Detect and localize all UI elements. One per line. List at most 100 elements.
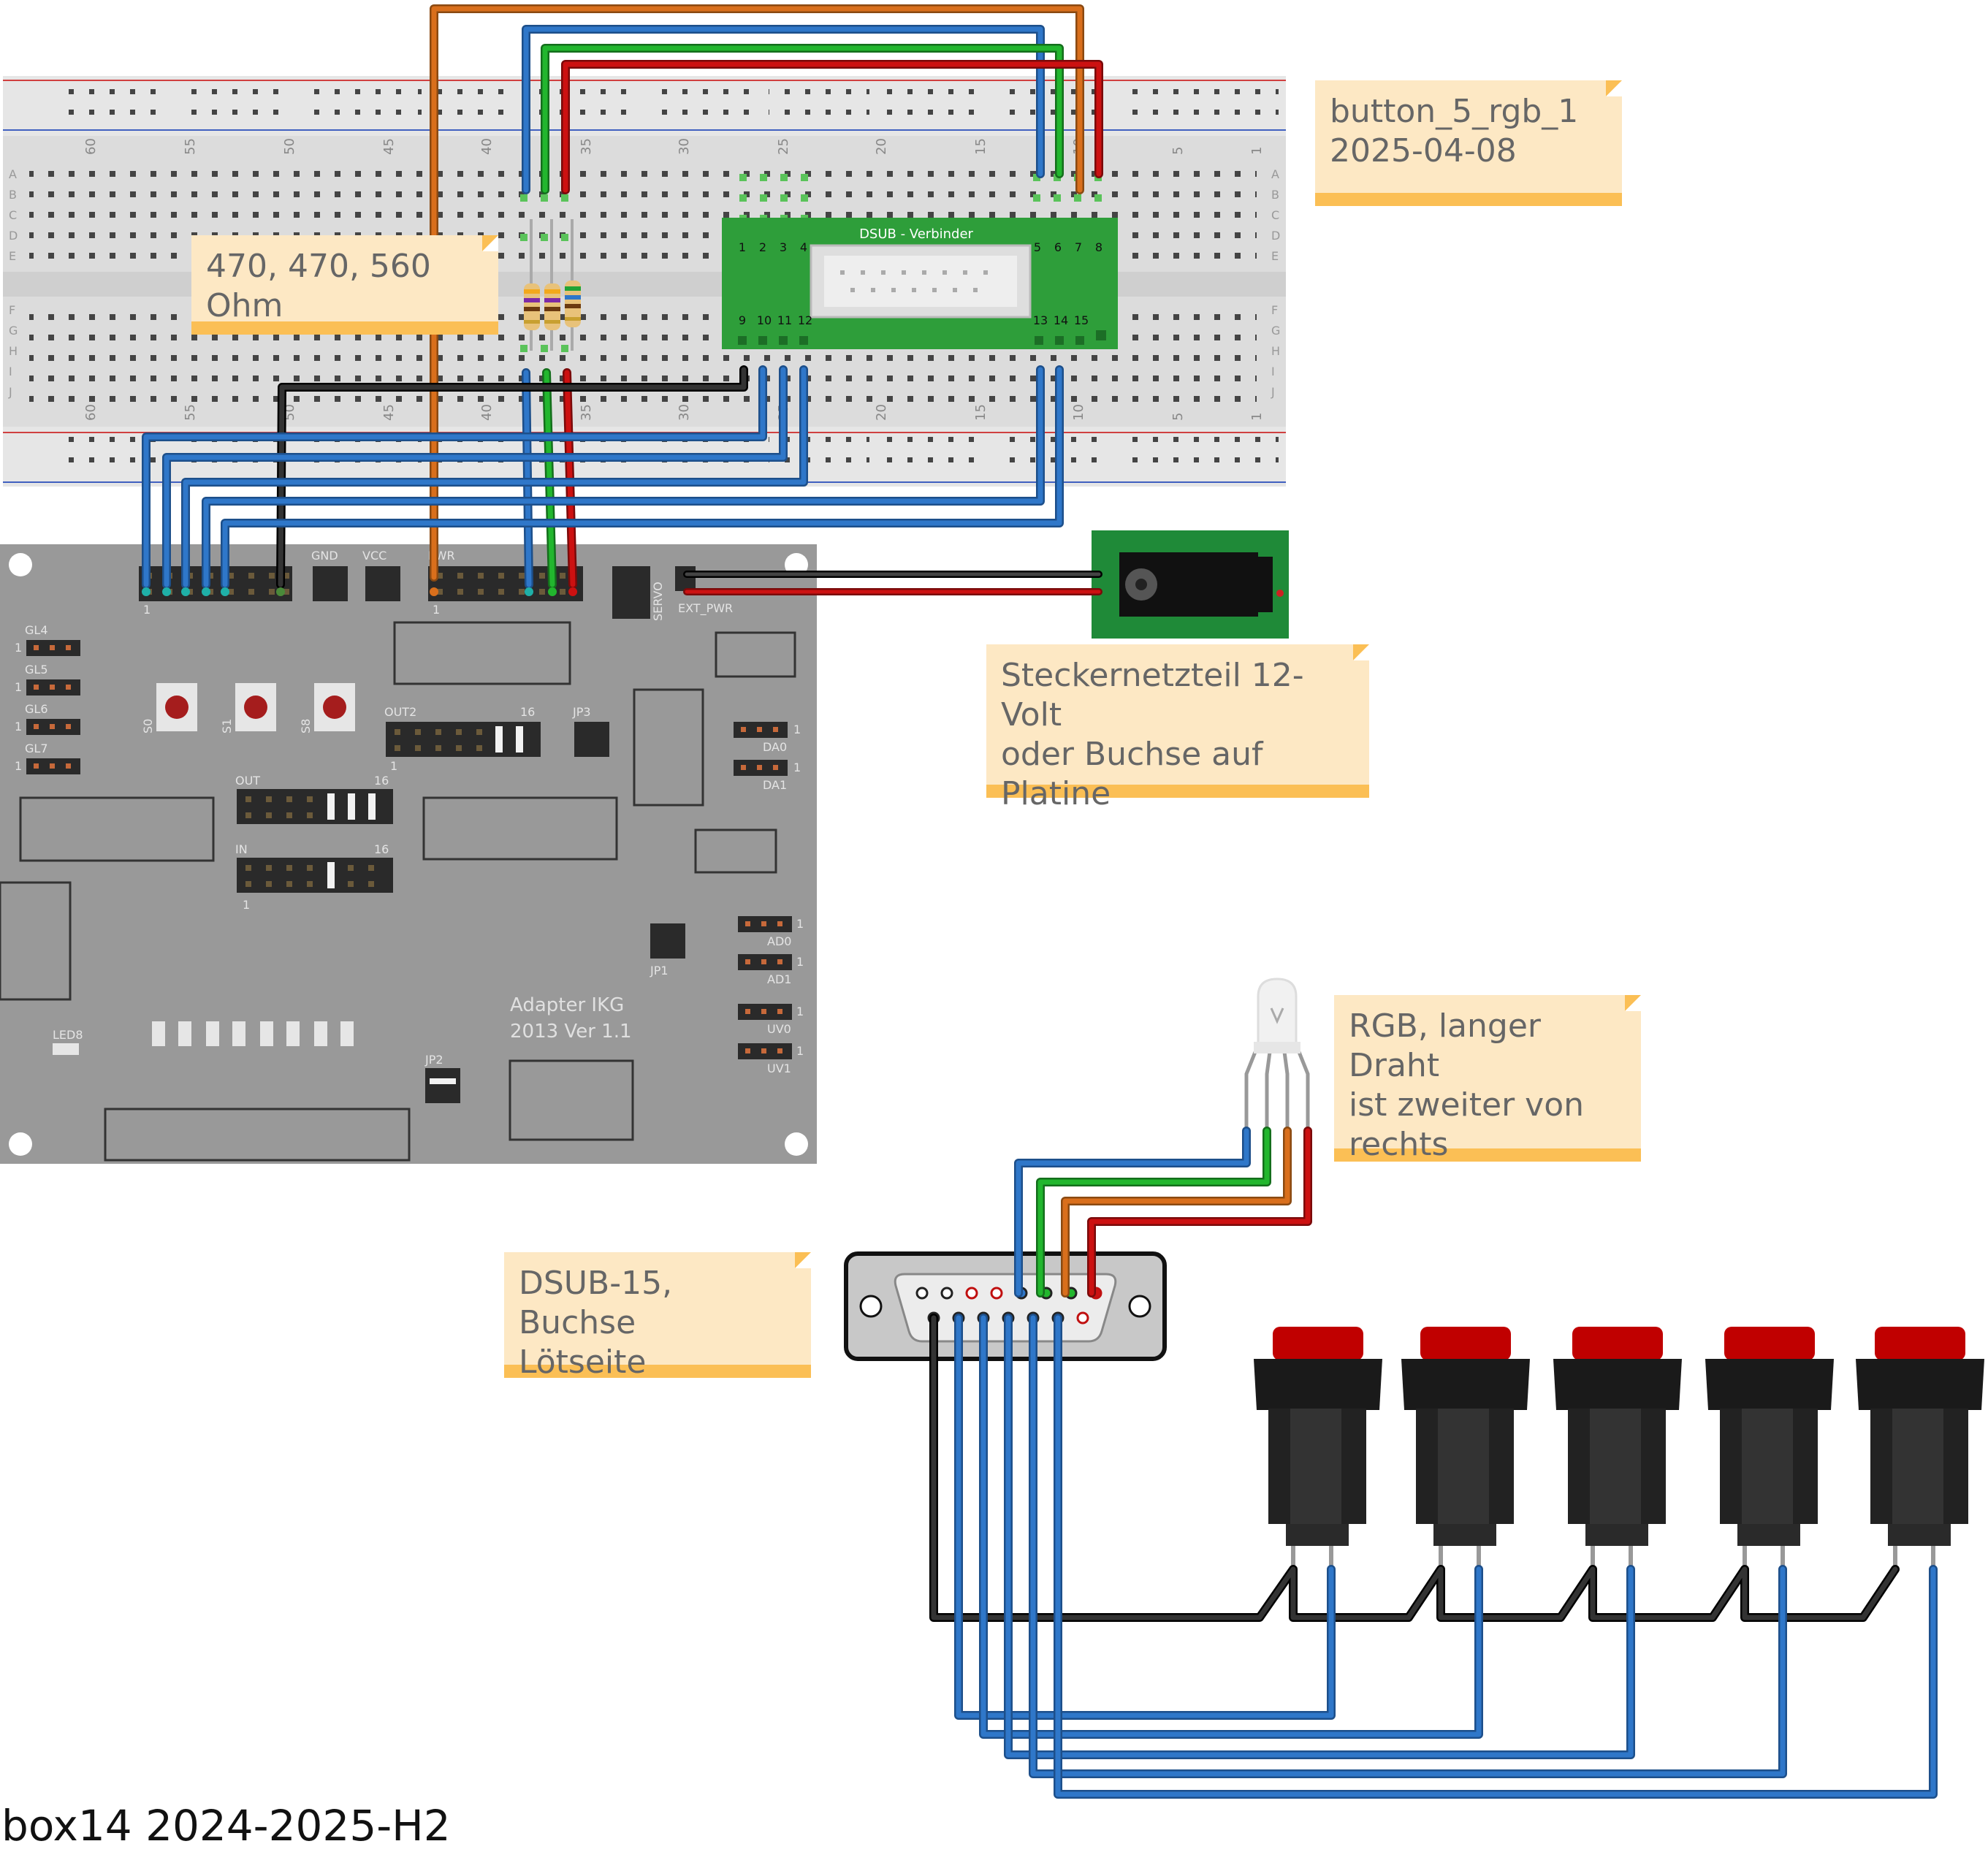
row-letter-c-left: C [9, 208, 17, 222]
resistor-3 [565, 219, 581, 351]
label-in-1: 1 [243, 898, 250, 912]
row-letter-i-right: I [1271, 365, 1275, 378]
label-pwr-1: 1 [433, 603, 440, 617]
push-button-s0 [156, 683, 197, 731]
label-servo: SERVO [651, 582, 665, 621]
title-note-text: button_5_rgb_1 2025-04-08 [1330, 93, 1579, 169]
col-num-45-top: 45 [381, 138, 397, 155]
module-pin-6: 6 [1054, 240, 1062, 254]
label-ext-pwr: EXT_PWR [678, 601, 733, 616]
label-gl4-1: 1 [15, 641, 22, 655]
row-letter-j-right: J [1271, 385, 1275, 399]
label-uv0-1: 1 [796, 1005, 804, 1018]
col-num-35-top: 35 [579, 138, 594, 155]
wire-red-top [561, 60, 1103, 194]
arcade-button-1 [1254, 1327, 1382, 1571]
label-out2-16: 16 [520, 705, 535, 719]
label-uv1: UV1 [767, 1062, 791, 1075]
module-pin-8: 8 [1095, 240, 1102, 254]
label-uv1-1: 1 [796, 1044, 804, 1058]
arcade-button-5 [1856, 1327, 1984, 1571]
row-letter-b-left: B [9, 188, 17, 202]
row-letter-g-right: G [1271, 324, 1280, 338]
row-letter-f-left: F [9, 303, 15, 317]
footer-caption: box14 2024-2025-H2 [1, 1801, 451, 1851]
col-num-5-top: 5 [1170, 147, 1186, 155]
row-letter-a-left: A [9, 167, 17, 181]
label-gl5: GL5 [25, 663, 48, 677]
module-pin-12: 12 [798, 313, 812, 327]
label-ad1-1: 1 [796, 955, 804, 969]
row-letter-h-left: H [9, 344, 18, 358]
label-gnd: GND [311, 549, 338, 563]
label-gl7: GL7 [25, 742, 48, 755]
arcade-button-4 [1705, 1327, 1834, 1571]
row-letter-f-right: F [1271, 303, 1278, 317]
arcade-button-3 [1553, 1327, 1682, 1571]
col-num-20-bottom: 20 [874, 404, 889, 421]
row-letter-a-right: A [1271, 167, 1279, 181]
col-num-55-top: 55 [183, 138, 198, 155]
col-num-40-top: 40 [479, 138, 495, 155]
label-gl6: GL6 [25, 702, 48, 716]
col-num-40-bottom: 40 [479, 404, 495, 421]
col-num-5-bottom: 5 [1170, 413, 1186, 421]
dsub-connector-module: DSUB - Verbinder 1 2 3 4 5 6 7 8 9 10 11… [722, 218, 1118, 349]
row-letter-h-right: H [1271, 344, 1280, 358]
label-uv0: UV0 [767, 1022, 791, 1036]
label-ad0: AD0 [767, 934, 791, 948]
push-button-s1 [235, 683, 276, 731]
row-letter-d-left: D [9, 229, 18, 243]
wire-buttons-ground [929, 1314, 1900, 1622]
row-letter-e-right: E [1271, 249, 1279, 263]
rgb-note: RGB, langer Draht ist zweiter von rechts [1334, 995, 1641, 1163]
label-vcc: VCC [362, 549, 386, 563]
rgb-led [1244, 978, 1310, 1131]
board-name-line1: Adapter IKG [510, 994, 624, 1016]
title-note: button_5_rgb_1 2025-04-08 [1315, 80, 1622, 206]
push-buttons [1254, 1327, 1984, 1571]
label-da1-1: 1 [793, 761, 801, 774]
row-letter-c-right: C [1271, 208, 1279, 222]
label-jp3: JP3 [572, 705, 591, 719]
module-pin-5: 5 [1034, 240, 1041, 254]
row-letter-j-left: J [8, 385, 12, 399]
row-letter-i-left: I [9, 365, 12, 378]
module-pin-15: 15 [1074, 313, 1089, 327]
push-button-s8 [314, 683, 355, 731]
col-num-1-bottom: 1 [1249, 413, 1265, 421]
module-pin-1: 1 [739, 240, 746, 254]
label-out2-1: 1 [390, 759, 397, 773]
module-pin-14: 14 [1054, 313, 1068, 327]
module-pin-3: 3 [780, 240, 787, 254]
module-pin-9: 9 [739, 313, 746, 327]
col-num-50-top: 50 [282, 138, 297, 155]
col-num-60-bottom: 60 [83, 404, 99, 421]
col-num-60-top: 60 [83, 138, 99, 155]
label-out2: OUT2 [384, 705, 416, 719]
col-num-25-top: 25 [776, 138, 791, 155]
board-name-line2: 2013 Ver 1.1 [510, 1021, 632, 1043]
power-note-text: Steckernetzteil 12-Volt oder Buchse auf … [1001, 657, 1304, 812]
col-num-1-top: 1 [1249, 147, 1265, 155]
module-pin-11: 11 [777, 313, 792, 327]
wire-green-top [541, 44, 1064, 194]
module-pin-4: 4 [800, 240, 807, 254]
col-num-30-top: 30 [677, 138, 692, 155]
label-s1: S1 [220, 719, 234, 733]
dsub-note-text: DSUB-15, Buchse Lötseite [519, 1265, 673, 1381]
row-letter-b-right: B [1271, 188, 1279, 202]
label-s0: S0 [141, 719, 155, 733]
col-num-55-bottom: 55 [183, 404, 198, 421]
label-led8: LED8 [53, 1028, 83, 1042]
module-pin-2: 2 [759, 240, 766, 254]
col-num-30-bottom: 30 [677, 404, 692, 421]
row-letter-e-left: E [9, 249, 16, 263]
wire-rgb-orange [1061, 1127, 1292, 1297]
label-gl4: GL4 [25, 623, 48, 637]
label-jp1: JP1 [650, 964, 669, 978]
adapter-board: GND VCC PWR SERVO EXT_PWR OUT2 JP3 OUT I… [0, 544, 817, 1164]
label-ad0-1: 1 [796, 917, 804, 931]
label-gl6-1: 1 [15, 720, 22, 733]
